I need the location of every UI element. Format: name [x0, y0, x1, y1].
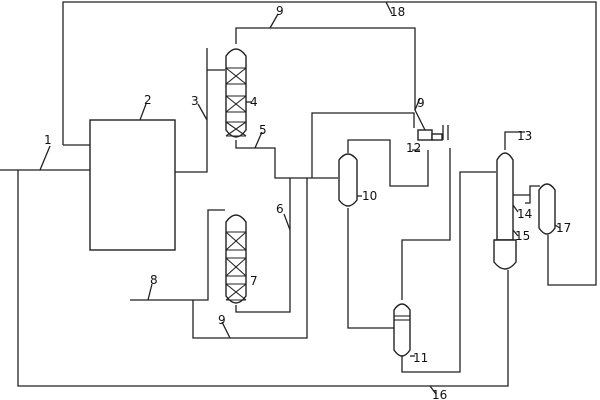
label-11: 11	[413, 351, 428, 365]
vessel-11	[393, 303, 411, 357]
separator-10	[338, 153, 358, 207]
separator-12-body	[417, 129, 433, 141]
line-5	[235, 140, 338, 179]
reactor-4-vessel	[225, 48, 247, 138]
label-18: 18	[390, 5, 405, 19]
label-8: 8	[150, 273, 158, 287]
label-3: 3	[191, 94, 199, 108]
line-13	[504, 131, 525, 150]
line-10-bottom	[347, 208, 395, 329]
label-10: 10	[362, 189, 377, 203]
line-6	[235, 178, 291, 313]
line-9-bottom	[192, 178, 308, 339]
line-8	[130, 209, 225, 301]
label-6: 6	[276, 202, 284, 216]
line-11-top	[401, 148, 451, 300]
label-9-bottom: 9	[218, 313, 226, 327]
line-9-mid	[311, 112, 415, 178]
leader-lines	[39, 1, 561, 395]
drum-17	[538, 183, 556, 235]
label-5: 5	[259, 123, 267, 137]
label-16: 16	[432, 388, 447, 400]
label-4: 4	[250, 95, 258, 109]
line-10-top	[347, 139, 429, 187]
reactor-7-vessel	[225, 214, 247, 304]
line-3	[175, 48, 225, 173]
line-11-bottom	[401, 171, 496, 373]
label-2: 2	[144, 93, 152, 107]
separator-12	[417, 129, 443, 141]
label-12: 12	[406, 141, 421, 155]
label-9-mid: 9	[417, 96, 425, 110]
line-9-top	[235, 27, 426, 131]
reactor-4	[225, 48, 247, 138]
recycle-line-18	[62, 1, 597, 286]
reactor-7	[225, 214, 247, 304]
equipment	[89, 48, 556, 357]
recycle-line-16	[17, 170, 509, 387]
column-15-upper	[496, 152, 514, 241]
column-15	[493, 152, 517, 270]
stream-labels: 1 2 3 4 5 6 7 8 9 9 9 10 11 12 13 14 15 …	[44, 4, 571, 400]
label-13: 13	[517, 129, 532, 143]
unit-2-box	[89, 119, 176, 251]
vessel-11-body	[393, 303, 411, 357]
column-15-reboiler	[493, 239, 517, 270]
label-15: 15	[515, 229, 530, 243]
line-12-out	[442, 125, 449, 140]
line-14	[512, 185, 540, 204]
process-lines	[0, 1, 597, 387]
label-1: 1	[44, 133, 52, 147]
label-7: 7	[250, 274, 258, 288]
label-14: 14	[517, 207, 532, 221]
label-9-top: 9	[276, 4, 284, 18]
label-17: 17	[556, 221, 571, 235]
